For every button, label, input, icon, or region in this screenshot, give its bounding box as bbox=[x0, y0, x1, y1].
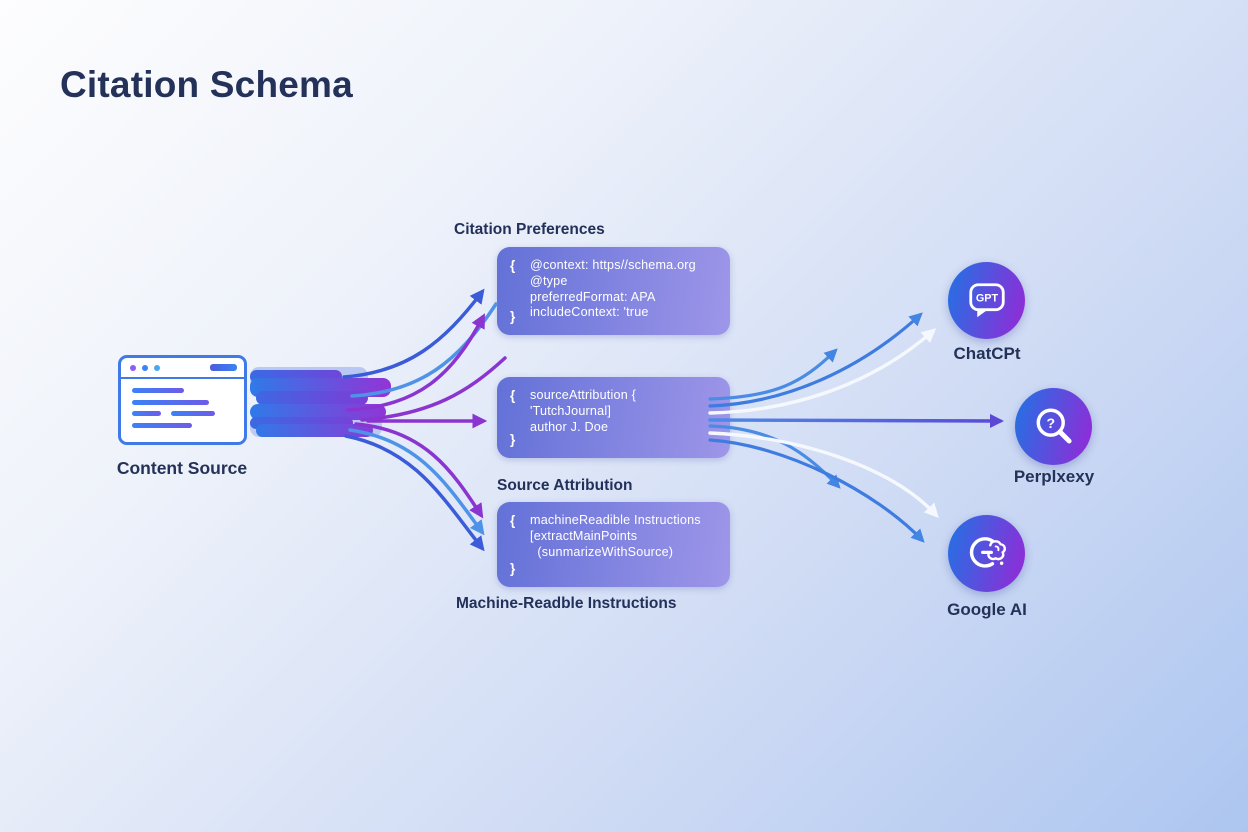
brain-outline bbox=[986, 539, 1006, 560]
arrow-to-chatgpt-white bbox=[708, 328, 937, 415]
machine-readable-instructions-block: { } machineReadible Instructions [extrac… bbox=[497, 502, 730, 587]
code-lines: machineReadible Instructions [extractMai… bbox=[530, 513, 701, 576]
text-line-row bbox=[132, 411, 233, 416]
code-line: author J. Doe bbox=[530, 419, 609, 434]
window-address-pill bbox=[210, 364, 237, 371]
arrow-to-citation-preferences-blue bbox=[342, 288, 485, 379]
citation-preferences-label: Citation Preferences bbox=[454, 221, 605, 238]
close-brace: } bbox=[510, 432, 516, 447]
chatgpt-icon: GPT bbox=[948, 262, 1025, 339]
braces: { } bbox=[510, 258, 524, 324]
arrow-to-citation-preferences-lightblue bbox=[350, 302, 498, 398]
source-attribution-label: Source Attribution bbox=[497, 477, 633, 494]
googleai-icon bbox=[948, 515, 1025, 592]
gpt-badge-text: GPT bbox=[975, 292, 998, 304]
code-line: includeContext: 'true bbox=[530, 305, 649, 320]
magnifier-handle bbox=[1057, 428, 1072, 444]
arrow-to-machine-readable-lightblue bbox=[348, 428, 485, 536]
code-line: (sunmarizeWithSource) bbox=[530, 544, 674, 559]
question-badge-text: ? bbox=[1046, 415, 1055, 431]
arrow-to-googleai-blue bbox=[708, 438, 925, 543]
arrow-to-citation-preferences-purple bbox=[346, 313, 485, 412]
window-dot-icon bbox=[142, 364, 148, 371]
gpt-chat-bubble-icon: GPT bbox=[968, 282, 1005, 317]
brain-dot bbox=[999, 560, 1003, 565]
brain-squiggle bbox=[994, 544, 999, 551]
code-lines: sourceAttribution { 'TutchJournal] autho… bbox=[530, 388, 636, 447]
text-line-bar bbox=[171, 411, 215, 416]
window-dot-icon bbox=[130, 364, 136, 371]
googleai-label: Google AI bbox=[947, 600, 1027, 619]
arrow-to-machine-readable-blue bbox=[344, 434, 485, 552]
code-lines: @context: https//schema.org @type prefer… bbox=[530, 258, 696, 324]
text-line-bar bbox=[132, 411, 161, 416]
braces: { } bbox=[510, 388, 524, 447]
source-attribution-block: { } sourceAttribution { 'TutchJournal] a… bbox=[497, 377, 730, 458]
arrows-source-to-blocks bbox=[342, 288, 507, 552]
text-line-bar bbox=[132, 388, 184, 393]
g-brain-icon bbox=[969, 536, 1006, 568]
text-line-bar bbox=[132, 399, 209, 405]
text-line-bar bbox=[132, 422, 192, 428]
arrow-to-googleai-white bbox=[708, 431, 939, 519]
magnifier-question-icon: ? bbox=[1036, 407, 1072, 444]
window-dot-icon bbox=[154, 364, 160, 371]
g-letter-arc bbox=[969, 536, 994, 568]
content-source-window bbox=[118, 355, 247, 445]
perplexity-label: Perplxexy bbox=[1013, 467, 1095, 486]
code-line: sourceAttribution { bbox=[530, 388, 637, 402]
arrow-to-perplexity bbox=[708, 413, 1005, 429]
bubble-tail bbox=[976, 308, 989, 317]
close-brace: } bbox=[510, 309, 516, 324]
open-brace: { bbox=[510, 258, 516, 273]
code-line: @context: https//schema.org bbox=[530, 258, 696, 272]
arrow-to-machine-readable-purple bbox=[354, 422, 484, 519]
open-brace: { bbox=[510, 388, 516, 403]
window-titlebar bbox=[121, 358, 244, 379]
code-line: 'TutchJournal] bbox=[530, 403, 612, 418]
curve-purple-stray bbox=[360, 356, 507, 422]
code-line: [extractMainPoints bbox=[530, 528, 638, 543]
chatgpt-label: ChatCPt bbox=[953, 344, 1021, 363]
open-brace: { bbox=[510, 513, 516, 528]
data-ribbon-bundle bbox=[250, 367, 391, 437]
page-title: Citation Schema bbox=[60, 64, 353, 105]
close-brace: } bbox=[510, 561, 516, 576]
code-line: machineReadible Instructions bbox=[530, 513, 701, 527]
perplexity-icon: ? bbox=[1015, 388, 1092, 465]
machine-readable-instructions-label: Machine-Readble Instructions bbox=[456, 595, 677, 612]
citation-preferences-block: { } @context: https//schema.org @type pr… bbox=[497, 247, 730, 335]
content-source-label: Content Source bbox=[116, 458, 248, 478]
braces: { } bbox=[510, 513, 524, 576]
window-content-lines bbox=[121, 379, 244, 437]
arrow-to-chatgpt-blue bbox=[708, 312, 923, 408]
code-line: preferredFormat: APA bbox=[530, 289, 656, 304]
code-line: @type bbox=[530, 273, 568, 288]
